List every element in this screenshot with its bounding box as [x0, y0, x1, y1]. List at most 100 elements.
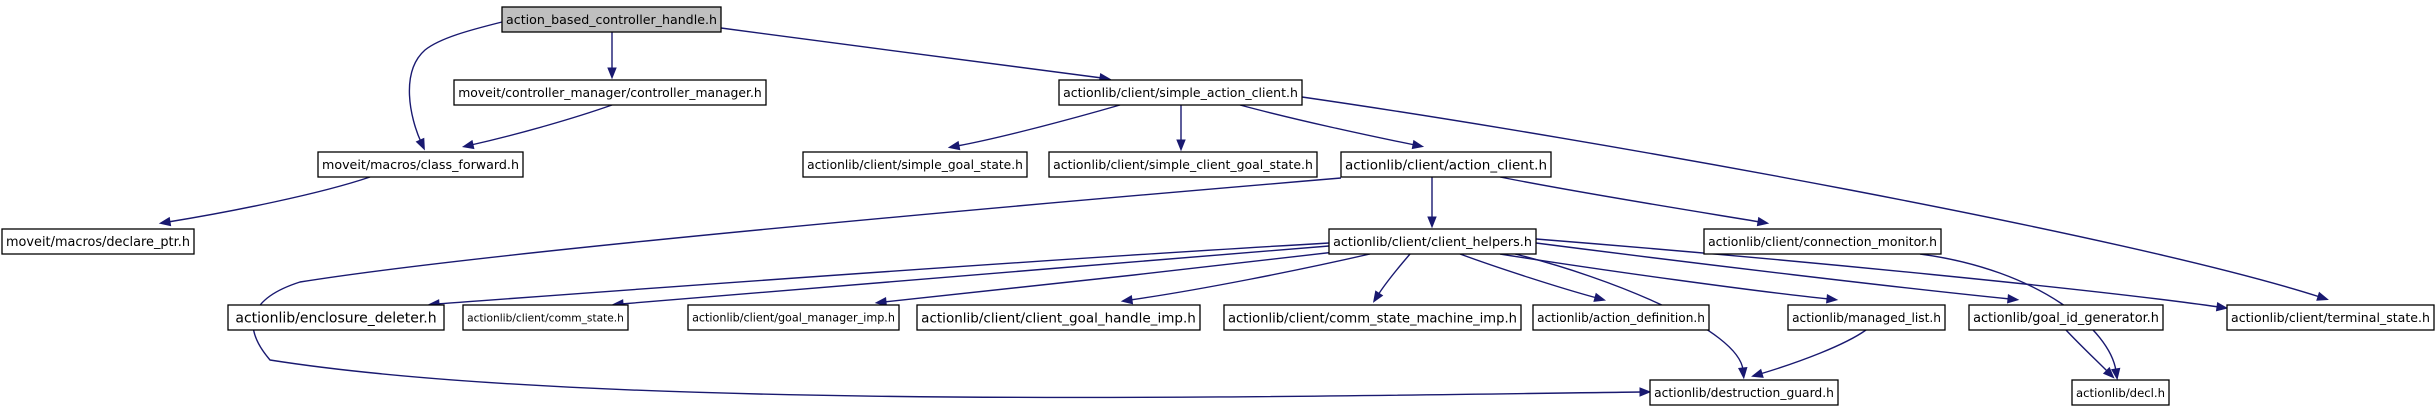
- edge-arrowhead: [2316, 291, 2329, 301]
- node-box: [802, 151, 1028, 178]
- edge-line: [1459, 253, 1598, 299]
- graph-node[interactable]: actionlib/client/connection_monitor.h: [1703, 228, 1942, 255]
- edge-line: [1535, 242, 2011, 300]
- node-label: moveit/macros/declare_ptr.h: [6, 235, 190, 250]
- graph-node[interactable]: moveit/controller_manager/controller_man…: [453, 79, 767, 106]
- edge-arrowhead: [1372, 290, 1384, 303]
- edge-line: [956, 104, 1121, 147]
- edge-arrowhead: [1751, 368, 1764, 378]
- graph-node[interactable]: actionlib/client/comm_state.h: [462, 304, 629, 331]
- edge-n0-to-n2: [720, 27, 1112, 83]
- graph-node[interactable]: actionlib/client/simple_goal_state.h: [802, 151, 1028, 178]
- graph-node[interactable]: actionlib/managed_list.h: [1787, 304, 1946, 331]
- node-label: actionlib/client/client_goal_handle_imp.…: [921, 311, 1196, 327]
- edge-line: [252, 177, 1643, 399]
- node-box: [1532, 304, 1710, 331]
- node-box: [501, 6, 722, 33]
- graph-node[interactable]: actionlib/decl.h: [2071, 379, 2170, 406]
- edge-n8-to-n14: [1372, 253, 1411, 303]
- edge-n2-to-n7: [1239, 104, 1425, 150]
- edge-n8-to-n10: [427, 242, 1330, 309]
- edge-n0-to-n1: [607, 32, 617, 80]
- edge-line: [1535, 238, 2220, 308]
- edge-arrowhead: [415, 137, 425, 151]
- node-label: actionlib/client/goal_manager_imp.h: [692, 312, 895, 325]
- edge-n8-to-n13: [1120, 253, 1371, 305]
- edge-line: [1499, 253, 1830, 300]
- node-label: actionlib/client/comm_state.h: [467, 312, 624, 325]
- node-label: actionlib/decl.h: [2076, 386, 2165, 400]
- edge-n7-to-n19: [252, 177, 1652, 399]
- edge-arrowhead: [607, 67, 617, 80]
- node-box: [687, 304, 900, 331]
- edge-line: [620, 245, 1330, 305]
- edge-arrowhead: [1756, 216, 1770, 227]
- graph-node[interactable]: actionlib/client/terminal_state.h: [2226, 304, 2435, 331]
- edge-arrowhead: [1738, 367, 1748, 380]
- edge-n16-to-n19: [1751, 329, 1867, 378]
- edge-arrowhead: [1411, 139, 1425, 150]
- graph-node[interactable]: actionlib/client/comm_state_machine_imp.…: [1223, 304, 1522, 331]
- graph-node[interactable]: actionlib/client/action_client.h: [1340, 151, 1552, 178]
- edge-n2-to-n6: [1176, 105, 1186, 152]
- graph-node[interactable]: actionlib/client/client_goal_handle_imp.…: [916, 304, 1201, 331]
- graph-node[interactable]: actionlib/client/client_helpers.h: [1328, 228, 1537, 255]
- node-box: [227, 304, 445, 331]
- edge-arrowhead: [1593, 292, 1607, 302]
- node-box: [1, 228, 195, 255]
- edge-n2-to-n5: [947, 104, 1121, 151]
- node-box: [1223, 304, 1522, 331]
- node-box: [2226, 304, 2435, 331]
- graph-node[interactable]: actionlib/destruction_guard.h: [1649, 379, 1839, 406]
- edge-n8-to-n17: [1535, 242, 2020, 304]
- edge-line: [2065, 329, 2109, 373]
- graph-node[interactable]: actionlib/client/simple_action_client.h: [1058, 79, 1303, 106]
- graph-node[interactable]: actionlib/goal_id_generator.h: [1968, 304, 2164, 331]
- graph-node[interactable]: actionlib/enclosure_deleter.h: [227, 304, 445, 331]
- node-box: [2071, 379, 2170, 406]
- node-label: actionlib/client/client_helpers.h: [1333, 235, 1532, 250]
- graph-node[interactable]: actionlib/action_definition.h: [1532, 304, 1710, 331]
- edge-arrowhead: [2215, 301, 2229, 312]
- node-label: actionlib/managed_list.h: [1792, 311, 1941, 325]
- node-box: [1340, 151, 1552, 178]
- node-label: actionlib/client/connection_monitor.h: [1708, 234, 1937, 249]
- nodes-layer: action_based_controller_handle.h moveit/c…: [1, 6, 2435, 406]
- edge-line: [1129, 253, 1371, 301]
- graph-node[interactable]: moveit/macros/class_forward.h: [317, 151, 524, 178]
- node-label: actionlib/client/action_client.h: [1345, 158, 1547, 174]
- edge-n17-to-n20: [2065, 329, 2115, 379]
- edge-n7-to-n8: [1427, 177, 1437, 229]
- edge-n8-to-n18: [1535, 238, 2229, 312]
- node-box: [453, 79, 767, 106]
- node-box: [1328, 228, 1537, 255]
- node-box: [916, 304, 1201, 331]
- graph-node[interactable]: moveit/macros/declare_ptr.h: [1, 228, 195, 255]
- edge-arrowhead: [874, 297, 887, 307]
- graph-node[interactable]: actionlib/client/simple_client_goal_stat…: [1048, 151, 1318, 178]
- edge-n1-to-n3: [461, 104, 613, 150]
- edge-line: [436, 242, 1330, 305]
- edge-n0-to-n3: [408, 21, 503, 151]
- node-box: [1048, 151, 1318, 178]
- edge-line: [408, 21, 503, 143]
- node-label: actionlib/destruction_guard.h: [1654, 386, 1834, 400]
- edge-line: [1759, 329, 1867, 375]
- edge-arrowhead: [1427, 216, 1437, 229]
- node-label: moveit/controller_manager/controller_man…: [458, 85, 762, 100]
- edge-arrowhead: [1120, 294, 1134, 305]
- edge-arrowhead: [947, 140, 961, 151]
- node-box: [1968, 304, 2164, 331]
- edge-n3-to-n4: [158, 176, 371, 227]
- edge-n8-to-n15: [1459, 253, 1607, 302]
- node-box: [1058, 79, 1303, 106]
- node-label: moveit/macros/class_forward.h: [322, 157, 519, 172]
- graph-node[interactable]: actionlib/client/goal_manager_imp.h: [687, 304, 900, 331]
- edge-n8-to-n11: [611, 245, 1330, 309]
- node-label: actionlib/client/simple_goal_state.h: [807, 158, 1023, 172]
- node-label: action_based_controller_handle.h: [506, 12, 717, 27]
- edge-arrowhead: [2007, 294, 2020, 304]
- edge-line: [720, 27, 1103, 79]
- node-label: actionlib/enclosure_deleter.h: [235, 311, 436, 327]
